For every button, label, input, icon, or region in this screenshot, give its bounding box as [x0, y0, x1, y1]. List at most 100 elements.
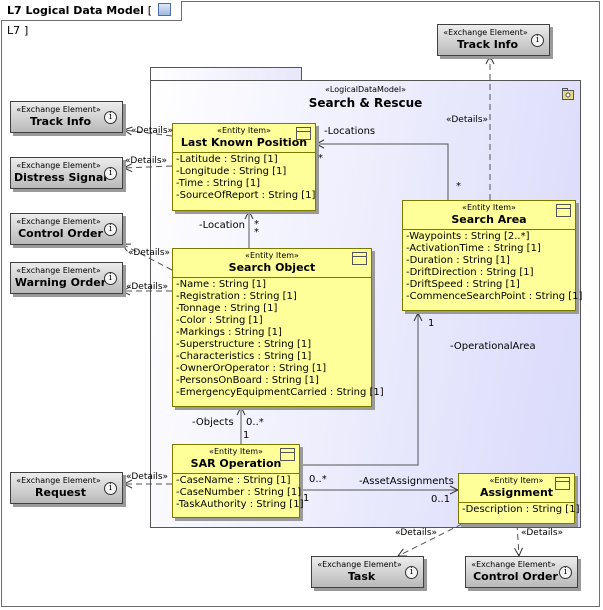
mult-lkp-locations: * [318, 153, 323, 164]
attribute[interactable]: -Superstructure : String [1] [176, 339, 312, 350]
dependency-lkp-trackinfo [124, 130, 173, 137]
exchange-element-name: Control Order [18, 227, 103, 240]
attribute[interactable]: -OwnerOrOperator : String [1] [176, 363, 327, 374]
exchange-element-track-info-top[interactable]: «Exchange Element» Track Info i [437, 24, 550, 56]
entity-header: «Entity Item» Search Area [403, 201, 575, 230]
diagram-ref-close: ] [23, 24, 29, 37]
attribute[interactable]: -Latitude : String [1] [176, 154, 278, 165]
mult-area-operational: 1 [428, 318, 435, 329]
attribute[interactable]: -CommenceSearchPoint : String [1] [406, 291, 583, 302]
role-location: -Location [199, 220, 245, 231]
attribute[interactable]: -Time : String [1] [176, 178, 261, 189]
exchange-element-name: Track Info [456, 38, 519, 51]
entity-header: «Entity Item» Assignment [459, 474, 574, 503]
info-icon: i [104, 272, 117, 285]
dependency-lkp-distress [124, 166, 173, 168]
mult-lkp-location: * [254, 219, 259, 230]
exchange-element-name: Distress Signal [13, 171, 108, 184]
details-label-assign-controlorder: «Details» [521, 528, 564, 538]
mult-sar-assign: 1 [303, 493, 310, 504]
role-operational-area: -OperationalArea [450, 341, 536, 352]
attribute[interactable]: -Longitude : String [1] [176, 166, 287, 177]
attribute[interactable]: -ActivationTime : String [1] [406, 243, 541, 254]
diagram-ref-label[interactable]: L7 [7, 24, 21, 37]
details-label-so-warningorder: «Details» [126, 282, 169, 292]
diagram-ref-open: [ [147, 4, 153, 17]
exchange-element-request[interactable]: «Exchange Element» Request i [10, 472, 123, 504]
exchange-element-control-order-left[interactable]: «Exchange Element» Control Order i [10, 213, 123, 245]
package-icon [562, 88, 574, 100]
exchange-element-stereotype: «Exchange Element» [317, 560, 402, 569]
exchange-element-stereotype: «Exchange Element» [16, 217, 101, 226]
entity-stereotype: «Entity Item» [217, 126, 271, 135]
exchange-element-control-order-bottom[interactable]: «Exchange Element» Control Order i [465, 556, 578, 588]
dependency-assign-task [398, 523, 463, 556]
attribute-list: -Waypoints : String [2..*] -ActivationTi… [403, 230, 583, 304]
attribute-list: -CaseName : String [1] -CaseNumber : Str… [173, 474, 304, 512]
details-label-sar-request: «Details» [126, 472, 169, 482]
attribute-list: -Description : String [1] [459, 503, 580, 517]
attribute[interactable]: -Color : String [1] [176, 315, 263, 326]
attribute[interactable]: -CaseNumber : String [1] [176, 487, 302, 498]
attribute[interactable]: -Tonnage : String [1] [176, 303, 278, 314]
package-tab [150, 67, 302, 81]
entity-stereotype: «Entity Item» [245, 251, 299, 260]
details-label-so-controlorder: «Details» [128, 248, 171, 258]
exchange-element-distress-signal[interactable]: «Exchange Element» Distress Signal i [10, 157, 123, 189]
entity-name: Assignment [479, 486, 554, 499]
entity-last-known-position[interactable]: «Entity Item» Last Known Position -Latit… [172, 123, 316, 211]
attribute[interactable]: -TaskAuthority : String [1] [176, 499, 304, 510]
attribute[interactable]: -EmergencyEquipmentCarried : String [1] [176, 387, 384, 398]
attribute[interactable]: -Duration : String [1] [406, 255, 510, 266]
attribute[interactable]: -SourceOfReport : String [1] [176, 190, 316, 201]
exchange-element-name: Track Info [29, 115, 92, 128]
info-icon: i [104, 111, 117, 124]
diagram-title-tab: L7 Logical Data Model [ L7 ] [1, 1, 182, 37]
association-sar-area [300, 313, 418, 466]
details-label-area-trackinfo: «Details» [446, 115, 489, 125]
diagram-icon[interactable] [157, 3, 171, 16]
entity-header: «Entity Item» SAR Operation [173, 445, 299, 474]
role-objects: -Objects [192, 417, 234, 428]
class-icon [556, 204, 571, 217]
entity-search-area[interactable]: «Entity Item» Search Area -Waypoints : S… [402, 200, 583, 311]
details-label-lkp-trackinfo: «Details» [131, 126, 174, 136]
info-icon: i [104, 482, 117, 495]
entity-stereotype: «Entity Item» [462, 203, 516, 212]
exchange-element-name: Task [347, 570, 376, 583]
info-icon: i [531, 34, 544, 47]
details-label-lkp-distress: «Details» [125, 156, 168, 166]
role-asset-assignments: -AssetAssignments [359, 476, 454, 487]
class-icon [296, 127, 311, 140]
association-area-lkp [316, 144, 449, 200]
mult-so-location: * [254, 227, 259, 238]
entity-sar-operation[interactable]: «Entity Item» SAR Operation -CaseName : … [172, 444, 304, 518]
attribute[interactable]: -Characteristics : String [1] [176, 351, 312, 362]
exchange-element-name: Warning Order [14, 276, 107, 289]
package-name: Search & Rescue [308, 96, 423, 110]
attribute[interactable]: -CaseName : String [1] [176, 475, 291, 486]
exchange-element-track-info-left[interactable]: «Exchange Element» Track Info i [10, 101, 123, 133]
attribute[interactable]: -Registration : String [1] [176, 291, 297, 302]
attribute[interactable]: -Waypoints : String [2..*] [406, 231, 530, 242]
entity-name: Search Object [228, 261, 316, 274]
entity-assignment[interactable]: «Entity Item» Assignment -Description : … [458, 473, 580, 524]
attribute[interactable]: -Markings : String [1] [176, 327, 282, 338]
exchange-element-stereotype: «Exchange Element» [471, 560, 556, 569]
entity-stereotype: «Entity Item» [209, 447, 263, 456]
package-stereotype: «LogicalDataModel» [325, 85, 406, 94]
entity-search-object[interactable]: «Entity Item» Search Object -Name : Stri… [172, 248, 384, 407]
exchange-element-stereotype: «Exchange Element» [16, 266, 101, 275]
attribute[interactable]: -PersonsOnBoard : String [1] [176, 375, 319, 386]
attribute[interactable]: -Description : String [1] [462, 504, 580, 515]
exchange-element-warning-order[interactable]: «Exchange Element» Warning Order i [10, 262, 123, 294]
exchange-element-stereotype: «Exchange Element» [16, 161, 101, 170]
class-icon [555, 477, 570, 490]
attribute[interactable]: -DriftDirection : String [1] [406, 267, 534, 278]
attribute[interactable]: -DriftSpeed : String [1] [406, 279, 520, 290]
exchange-element-stereotype: «Exchange Element» [443, 28, 528, 37]
attribute[interactable]: -Name : String [1] [176, 279, 267, 290]
exchange-element-task[interactable]: «Exchange Element» Task i [311, 556, 424, 588]
mult-so-objects: 0..* [246, 417, 264, 428]
